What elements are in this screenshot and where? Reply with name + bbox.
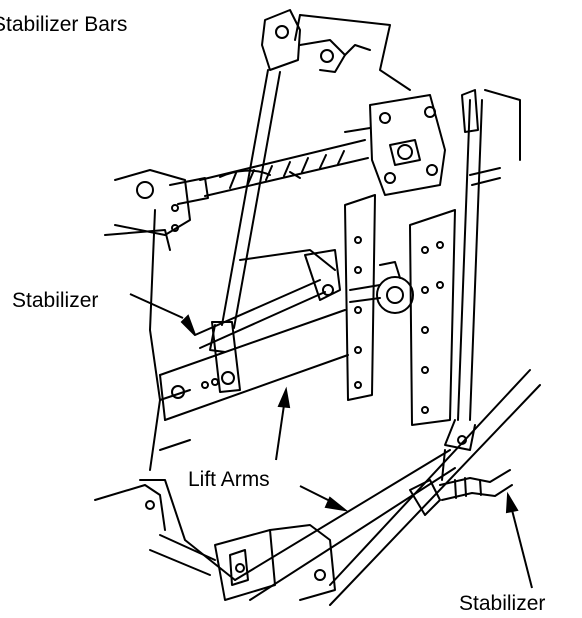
top-link <box>199 139 369 197</box>
pto-hub <box>349 261 414 314</box>
leader-stabilizer-bottom <box>505 491 533 589</box>
lower-hitch-bracket <box>149 524 336 601</box>
center-plate-left <box>344 194 376 401</box>
left-stabilizer-linkage <box>194 249 341 353</box>
left-hitch-plate <box>114 169 209 236</box>
top-bracket <box>261 9 371 73</box>
left-lift-arm <box>159 309 349 421</box>
leader-lift-arms-right <box>299 485 349 512</box>
right-lift-rod <box>457 89 521 421</box>
leader-lift-arms-up <box>275 386 291 461</box>
tractor-body-outline <box>104 14 411 581</box>
center-plate-right <box>409 209 456 426</box>
callout-stabilizer-left: Stabilizer <box>12 289 99 312</box>
leader-stabilizer-left <box>129 293 196 336</box>
callout-stabilizer-bottom: Stabilizer <box>459 592 546 615</box>
lower-frame <box>94 439 191 531</box>
right-lift-arm <box>234 369 541 606</box>
upper-right-bracket <box>344 94 446 196</box>
callout-stabilizer-bars: Stabilizer Bars <box>0 13 128 36</box>
callout-lift-arms: Lift Arms <box>188 468 270 491</box>
right-turnbuckle <box>409 419 513 516</box>
left-lift-rod <box>211 69 281 393</box>
